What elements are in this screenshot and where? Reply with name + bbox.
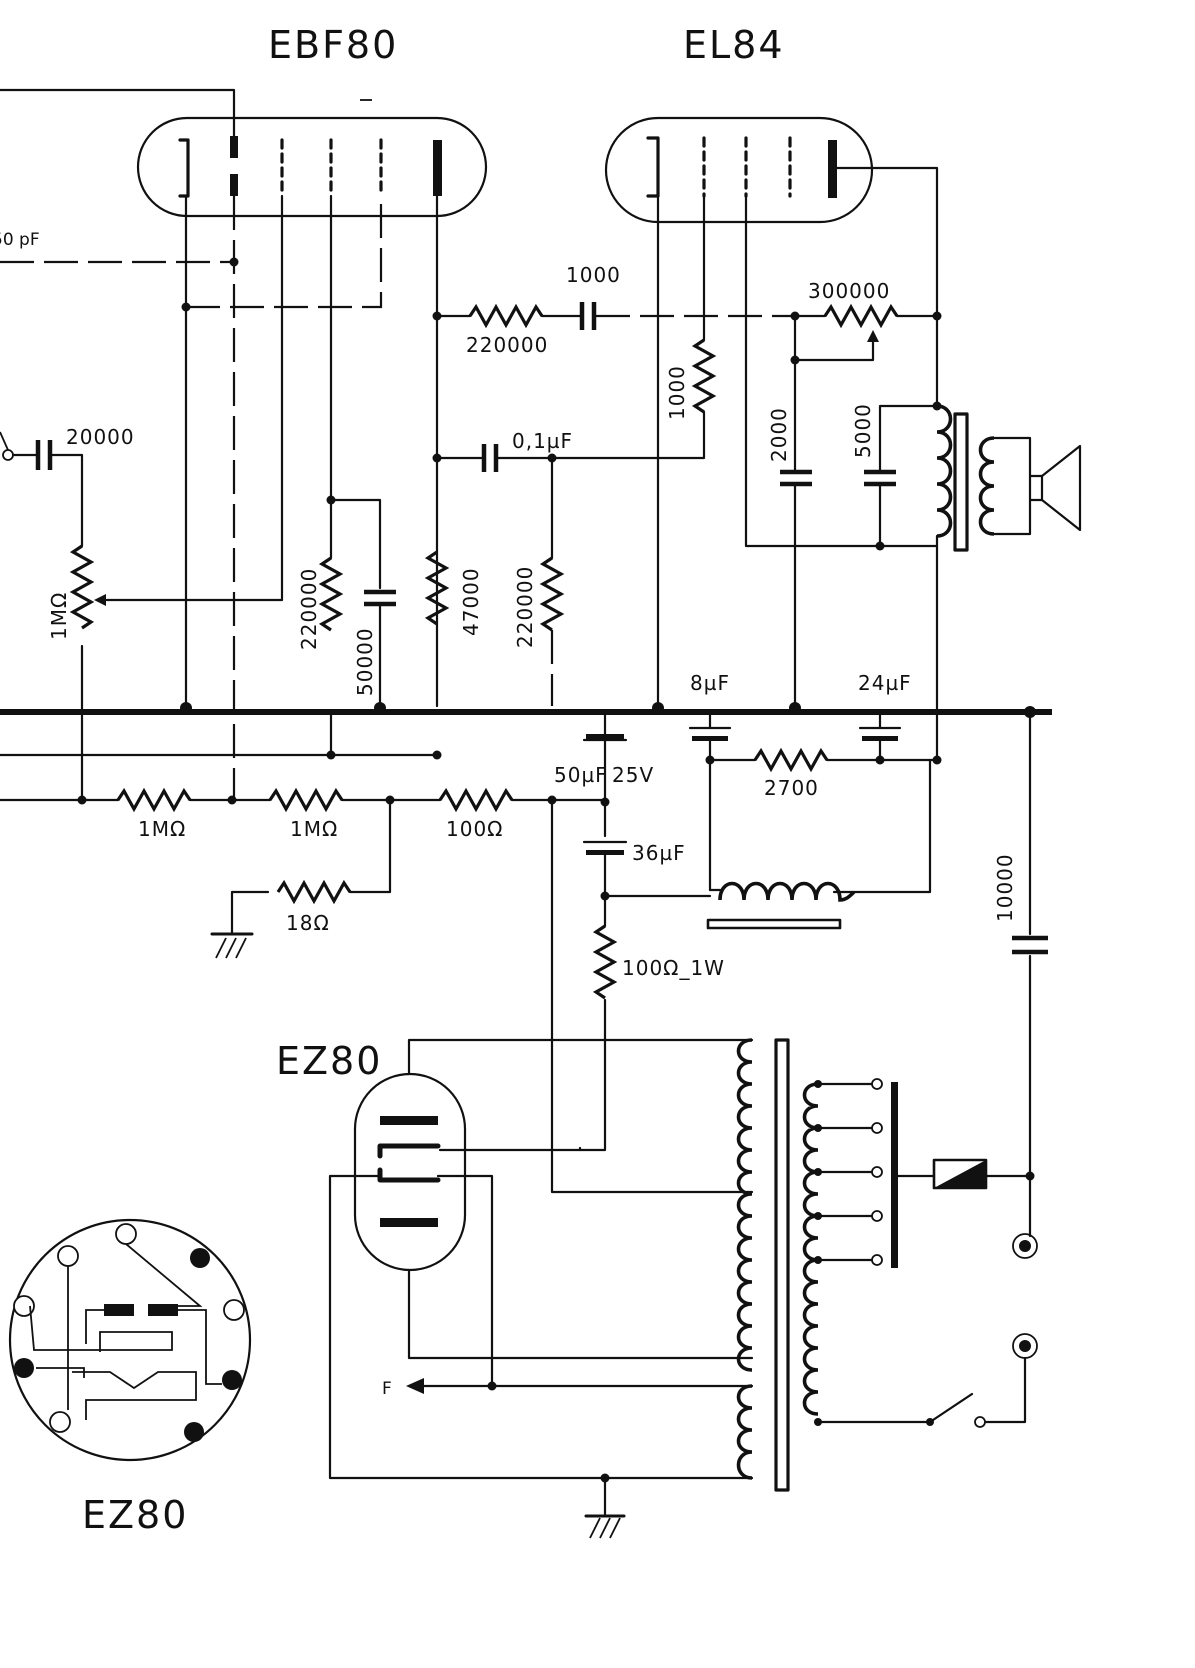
resistor-1000	[691, 338, 717, 414]
pot-volume-label: 1MΩ	[47, 592, 71, 640]
power-switch-icon[interactable]	[926, 1392, 986, 1428]
filament-label: F	[382, 1379, 392, 1399]
ez80-base-pinout	[8, 1218, 252, 1462]
capacitor-24uf	[858, 710, 902, 762]
resistor-300000	[823, 303, 899, 329]
capacitor-1000	[579, 302, 597, 330]
mains-socket-icon	[1012, 1233, 1038, 1359]
c-coupling-in-label: 20000	[66, 425, 135, 449]
fuse-icon	[932, 1158, 988, 1190]
r-2700-label: 2700	[764, 776, 819, 800]
capacitor-50000	[364, 589, 396, 607]
r-grid-stopper-label: 1000	[665, 365, 689, 420]
c-50uf-voltage-label: 25V	[612, 763, 654, 787]
c-coupling-el84-label: 1000	[566, 263, 621, 287]
chassis-ground-icon	[210, 932, 254, 959]
capacitor-5000	[864, 469, 896, 487]
r-100-label: 100Ω	[446, 817, 503, 841]
capacitor-20000	[35, 440, 53, 470]
mains-transformer-primary	[802, 1082, 819, 1416]
resistor-1m-a	[116, 787, 192, 813]
mains-transformer-heater-winding	[736, 1384, 753, 1480]
c-50uf-label: 50µF	[554, 763, 608, 787]
resistor-100	[438, 787, 514, 813]
ebf80-tube-label: EBF80	[268, 23, 398, 67]
ebf80-tube	[136, 99, 488, 218]
resistor-18	[276, 879, 352, 905]
r-100-1w-label: 100Ω_1W	[622, 956, 725, 980]
smoothing-choke	[718, 881, 856, 902]
loudspeaker-icon	[1028, 444, 1082, 532]
c-grid-label: 0,1µF	[512, 429, 573, 453]
r-screen-label: 220000	[297, 568, 321, 650]
voltage-selector[interactable]	[814, 1078, 898, 1268]
potentiometer-1m-volume	[69, 544, 95, 630]
resistor-220000-grid-leak	[539, 556, 565, 632]
r-18-label: 18Ω	[286, 911, 330, 935]
r-neg-feedback-label: 300000	[808, 279, 890, 303]
capacitor-8uf	[688, 710, 732, 741]
r-1m-a-label: 1MΩ	[138, 817, 186, 841]
el84-tube	[604, 116, 874, 224]
chassis-ground-icon-2	[584, 1514, 626, 1539]
c-10000-label: 10000	[993, 853, 1017, 922]
c-2000-label: 2000	[767, 407, 791, 462]
resistor-2700	[753, 747, 829, 773]
r-1m-b-label: 1MΩ	[290, 817, 338, 841]
resistor-1m-b	[268, 787, 344, 813]
capacitor-2000	[780, 469, 812, 487]
c-36uf-label: 36µF	[632, 841, 686, 865]
c-5000-label: 5000	[851, 403, 875, 458]
r-anode-feed-label: 220000	[466, 333, 548, 357]
c-8uf-label: 8µF	[690, 671, 730, 695]
resistor-220000-screen	[318, 556, 344, 632]
capacitor-10000	[1012, 935, 1048, 955]
ez80-tube	[353, 1072, 467, 1272]
mains-transformer-hv-secondary	[736, 1038, 753, 1372]
output-transformer-primary	[936, 404, 953, 538]
r-grid-leak-label: 220000	[513, 566, 537, 648]
c-in-label: 50 pF	[0, 230, 40, 250]
el84-tube-label: EL84	[683, 23, 785, 67]
ez80-base-label: EZ80	[82, 1493, 188, 1537]
ez80-tube-label: EZ80	[276, 1039, 382, 1083]
resistor-100-1w	[592, 924, 618, 1000]
r-anode-load-label: 47000	[459, 567, 483, 636]
capacitor-50uf	[582, 710, 628, 742]
c-24uf-label: 24µF	[858, 671, 912, 695]
resistor-220000-feed	[468, 303, 544, 329]
capacitor-0-1uf	[481, 444, 499, 472]
resistor-47000	[424, 550, 450, 626]
output-transformer-secondary	[978, 436, 995, 536]
c-screen-label: 50000	[353, 627, 377, 696]
capacitor-36uf	[582, 840, 628, 855]
